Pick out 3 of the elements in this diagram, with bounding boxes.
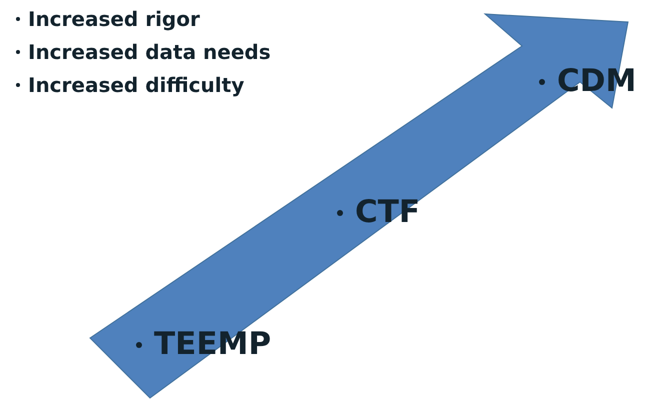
bullet-text: Increased rigor xyxy=(28,9,200,29)
bullet-text: Increased difficulty xyxy=(28,75,244,95)
bullet-text: Increased data needs xyxy=(28,42,271,62)
